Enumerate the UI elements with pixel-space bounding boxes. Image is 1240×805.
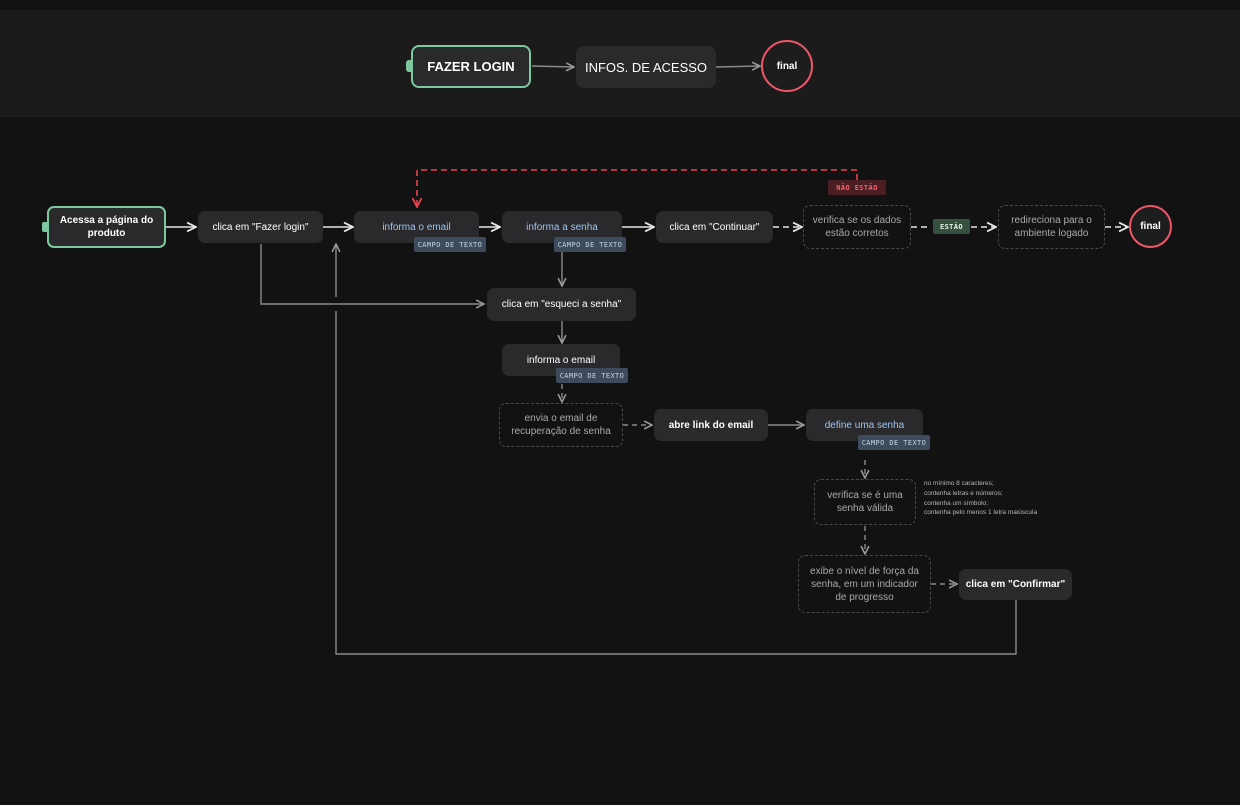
legend-arrow-2 xyxy=(715,66,760,67)
tag-nao-estao: NÃO ESTÃO xyxy=(828,180,886,195)
node-forgot-label: clica em "esqueci a senha" xyxy=(501,299,622,310)
legend-arrow-1 xyxy=(531,66,574,67)
node-strength-label: exibe o nível de força da senha, em um i… xyxy=(810,565,919,603)
legend-middle-node[interactable]: INFOS. DE ACESSO xyxy=(576,46,716,88)
legend-start-node[interactable]: FAZER LOGIN xyxy=(411,45,531,88)
node-open-link[interactable]: abre link do email xyxy=(654,409,768,441)
rule-item: contenha letras e números; xyxy=(924,489,1003,497)
node-start[interactable]: Acessa a página do produto xyxy=(47,206,166,248)
legend-start-label: FAZER LOGIN xyxy=(427,59,515,74)
node-click-login-label: clica em "Fazer login" xyxy=(212,221,309,233)
legend-final-label: final xyxy=(776,60,798,72)
node-send-email-label: envia o email de recuperação de senha xyxy=(511,413,611,437)
node-confirm[interactable]: clica em "Confirmar" xyxy=(959,569,1072,600)
legend-middle-label: INFOS. DE ACESSO xyxy=(584,59,708,75)
tag-email-field: CAMPO DE TEXTO xyxy=(414,237,486,252)
node-continue[interactable]: clica em "Continuar" xyxy=(656,211,773,243)
edge-login-forgot xyxy=(260,244,484,304)
node-email-recovery-label: informa o email xyxy=(526,354,596,366)
node-send-email[interactable]: envia o email de recuperação de senha xyxy=(499,403,623,447)
start-handle[interactable] xyxy=(42,222,50,232)
rule-item: no mínimo 8 caracteres; xyxy=(924,480,994,487)
node-start-label: Acessa a página do produto xyxy=(59,215,154,239)
node-redirect-label: redireciona para o ambiente logado xyxy=(1011,215,1092,239)
node-define-password-label: define uma senha xyxy=(824,419,905,431)
node-final[interactable]: final xyxy=(1129,205,1172,248)
node-continue-label: clica em "Continuar" xyxy=(669,221,760,233)
node-open-link-label: abre link do email xyxy=(668,419,754,431)
node-forgot[interactable]: clica em "esqueci a senha" xyxy=(487,288,636,321)
node-strength[interactable]: exibe o nível de força da senha, em um i… xyxy=(798,555,931,613)
legend-final-node[interactable]: final xyxy=(761,40,813,92)
node-final-label: final xyxy=(1140,221,1161,232)
node-verify-valid-label: verifica se é uma senha válida xyxy=(827,490,903,514)
node-verify-data-label: verifica se os dados estão corretos xyxy=(812,215,902,239)
node-confirm-label: clica em "Confirmar" xyxy=(965,579,1066,590)
edge-confirm-return xyxy=(335,311,1017,655)
tag-email-recovery-field: CAMPO DE TEXTO xyxy=(556,368,628,383)
rule-item: contenha um símbolo; xyxy=(924,499,988,507)
tag-estao: ESTÃO xyxy=(933,219,970,234)
node-verify-valid[interactable]: verifica se é uma senha válida xyxy=(814,479,916,525)
password-rules: no mínimo 8 caracteres; contenha letras … xyxy=(924,479,1084,518)
node-verify-data[interactable]: verifica se os dados estão corretos xyxy=(803,205,911,249)
node-password-label: informa a senha xyxy=(526,221,598,233)
node-redirect[interactable]: redireciona para o ambiente logado xyxy=(998,205,1105,249)
node-email-label: informa o email xyxy=(382,221,451,233)
edge-error-loop xyxy=(417,169,858,207)
tag-define-password-field: CAMPO DE TEXTO xyxy=(858,435,930,450)
rule-item: contenha pelo menos 1 letra maiúscula xyxy=(924,509,1038,517)
node-click-login[interactable]: clica em "Fazer login" xyxy=(198,211,323,243)
tag-password-field: CAMPO DE TEXTO xyxy=(554,237,626,252)
